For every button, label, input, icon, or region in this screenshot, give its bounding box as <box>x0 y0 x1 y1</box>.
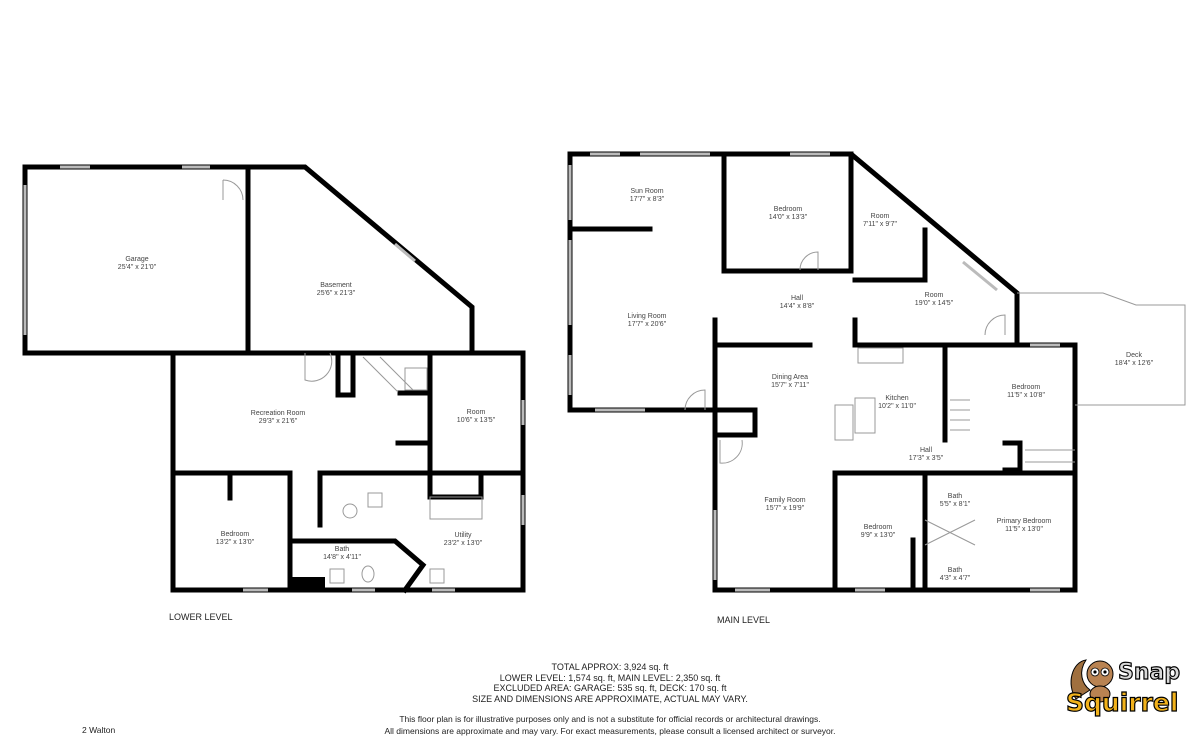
room-name: Room <box>467 409 486 416</box>
logo-text-squirrel: Squirrel <box>1065 687 1179 717</box>
property-address: 2 Walton <box>82 725 116 735</box>
room-dims: 13'2" x 13'0" <box>216 539 255 546</box>
room-name: Family Room <box>764 497 805 504</box>
room-name: Room <box>925 292 944 299</box>
room-dims: 7'11" x 9'7" <box>863 221 897 228</box>
lower-level-room-labels: Garage 25'4" x 21'0" Basement 25'6" x 21… <box>118 256 496 561</box>
lower-level-label: LOWER LEVEL <box>169 612 233 622</box>
disclaimer-line: All dimensions are approximate and may v… <box>384 726 836 736</box>
room-dims: 10'2" x 11'0" <box>878 403 916 410</box>
room-name: Deck <box>1126 352 1142 359</box>
main-level-label: MAIN LEVEL <box>717 615 771 625</box>
room-name: Bedroom <box>221 531 250 538</box>
room-dims: 9'9" x 13'0" <box>861 532 896 539</box>
room-dims: 10'6" x 13'5" <box>457 417 496 424</box>
room-name: Bath <box>335 546 350 553</box>
area-summary: TOTAL APPROX: 3,924 sq. ft LOWER LEVEL: … <box>380 662 840 704</box>
room-dims: 25'4" x 21'0" <box>118 264 157 271</box>
logo-text-snap: Snap <box>1117 659 1181 685</box>
squirrel-mascot-icon <box>1070 659 1114 703</box>
room-dims: 23'2" x 13'0" <box>444 540 483 547</box>
room-dims: 17'7" x 8'3" <box>630 196 665 203</box>
summary-line: TOTAL APPROX: 3,924 sq. ft <box>551 662 669 672</box>
room-name: Kitchen <box>885 395 908 402</box>
room-name: Primary Bedroom <box>997 518 1052 525</box>
room-name: Hall <box>920 447 933 454</box>
summary-line: SIZE AND DIMENSIONS ARE APPROXIMATE, ACT… <box>472 693 748 704</box>
room-dims: 15'7" x 7'11" <box>771 382 809 389</box>
lower-level-walls <box>22 164 526 594</box>
room-name: Bedroom <box>1012 384 1041 391</box>
summary-line: LOWER LEVEL: 1,574 sq. ft, MAIN LEVEL: 2… <box>499 672 721 683</box>
room-dims: 5'5" x 8'1" <box>940 501 971 508</box>
room-dims: 4'3" x 4'7" <box>940 575 971 582</box>
room-name: Utility <box>454 532 472 539</box>
room-dims: 15'7" x 19'9" <box>766 505 805 512</box>
room-name: Living Room <box>628 313 667 320</box>
room-dims: 14'0" x 13'3" <box>769 214 808 221</box>
main-level-walls <box>567 151 1186 593</box>
room-name: Recreation Room <box>251 410 306 417</box>
room-name: Bedroom <box>864 524 893 531</box>
room-name: Bedroom <box>774 206 803 213</box>
room-name: Basement <box>320 282 352 289</box>
room-dims: 11'5" x 10'8" <box>1007 392 1045 399</box>
room-dims: 25'6" x 21'3" <box>317 290 356 297</box>
room-name: Garage <box>125 256 148 263</box>
room-name: Room <box>871 213 890 220</box>
room-dims: 11'5" x 13'0" <box>1005 526 1043 533</box>
room-name: Sun Room <box>630 188 663 195</box>
snap-squirrel-logo: Snap Squirrel <box>1062 654 1194 724</box>
room-name: Dining Area <box>772 374 808 381</box>
room-name: Hall <box>791 295 804 302</box>
summary-line: EXCLUDED AREA: GARAGE: 535 sq. ft, DECK:… <box>493 683 727 693</box>
disclaimer: This floor plan is for illustrative purp… <box>340 713 880 737</box>
room-dims: 29'3" x 21'6" <box>259 418 298 425</box>
disclaimer-line: This floor plan is for illustrative purp… <box>399 714 821 724</box>
room-dims: 19'0" x 14'5" <box>915 300 954 307</box>
main-level-room-labels: Sun Room 17'7" x 8'3" Bedroom 14'0" x 13… <box>628 188 1154 582</box>
room-name: Bath <box>948 567 963 574</box>
room-dims: 14'8" x 4'11" <box>323 554 361 561</box>
room-dims: 17'3" x 3'5" <box>909 455 944 462</box>
room-dims: 17'7" x 20'6" <box>628 321 667 328</box>
room-dims: 14'4" x 8'8" <box>780 303 815 310</box>
room-dims: 18'4" x 12'6" <box>1115 360 1154 367</box>
room-name: Bath <box>948 493 963 500</box>
